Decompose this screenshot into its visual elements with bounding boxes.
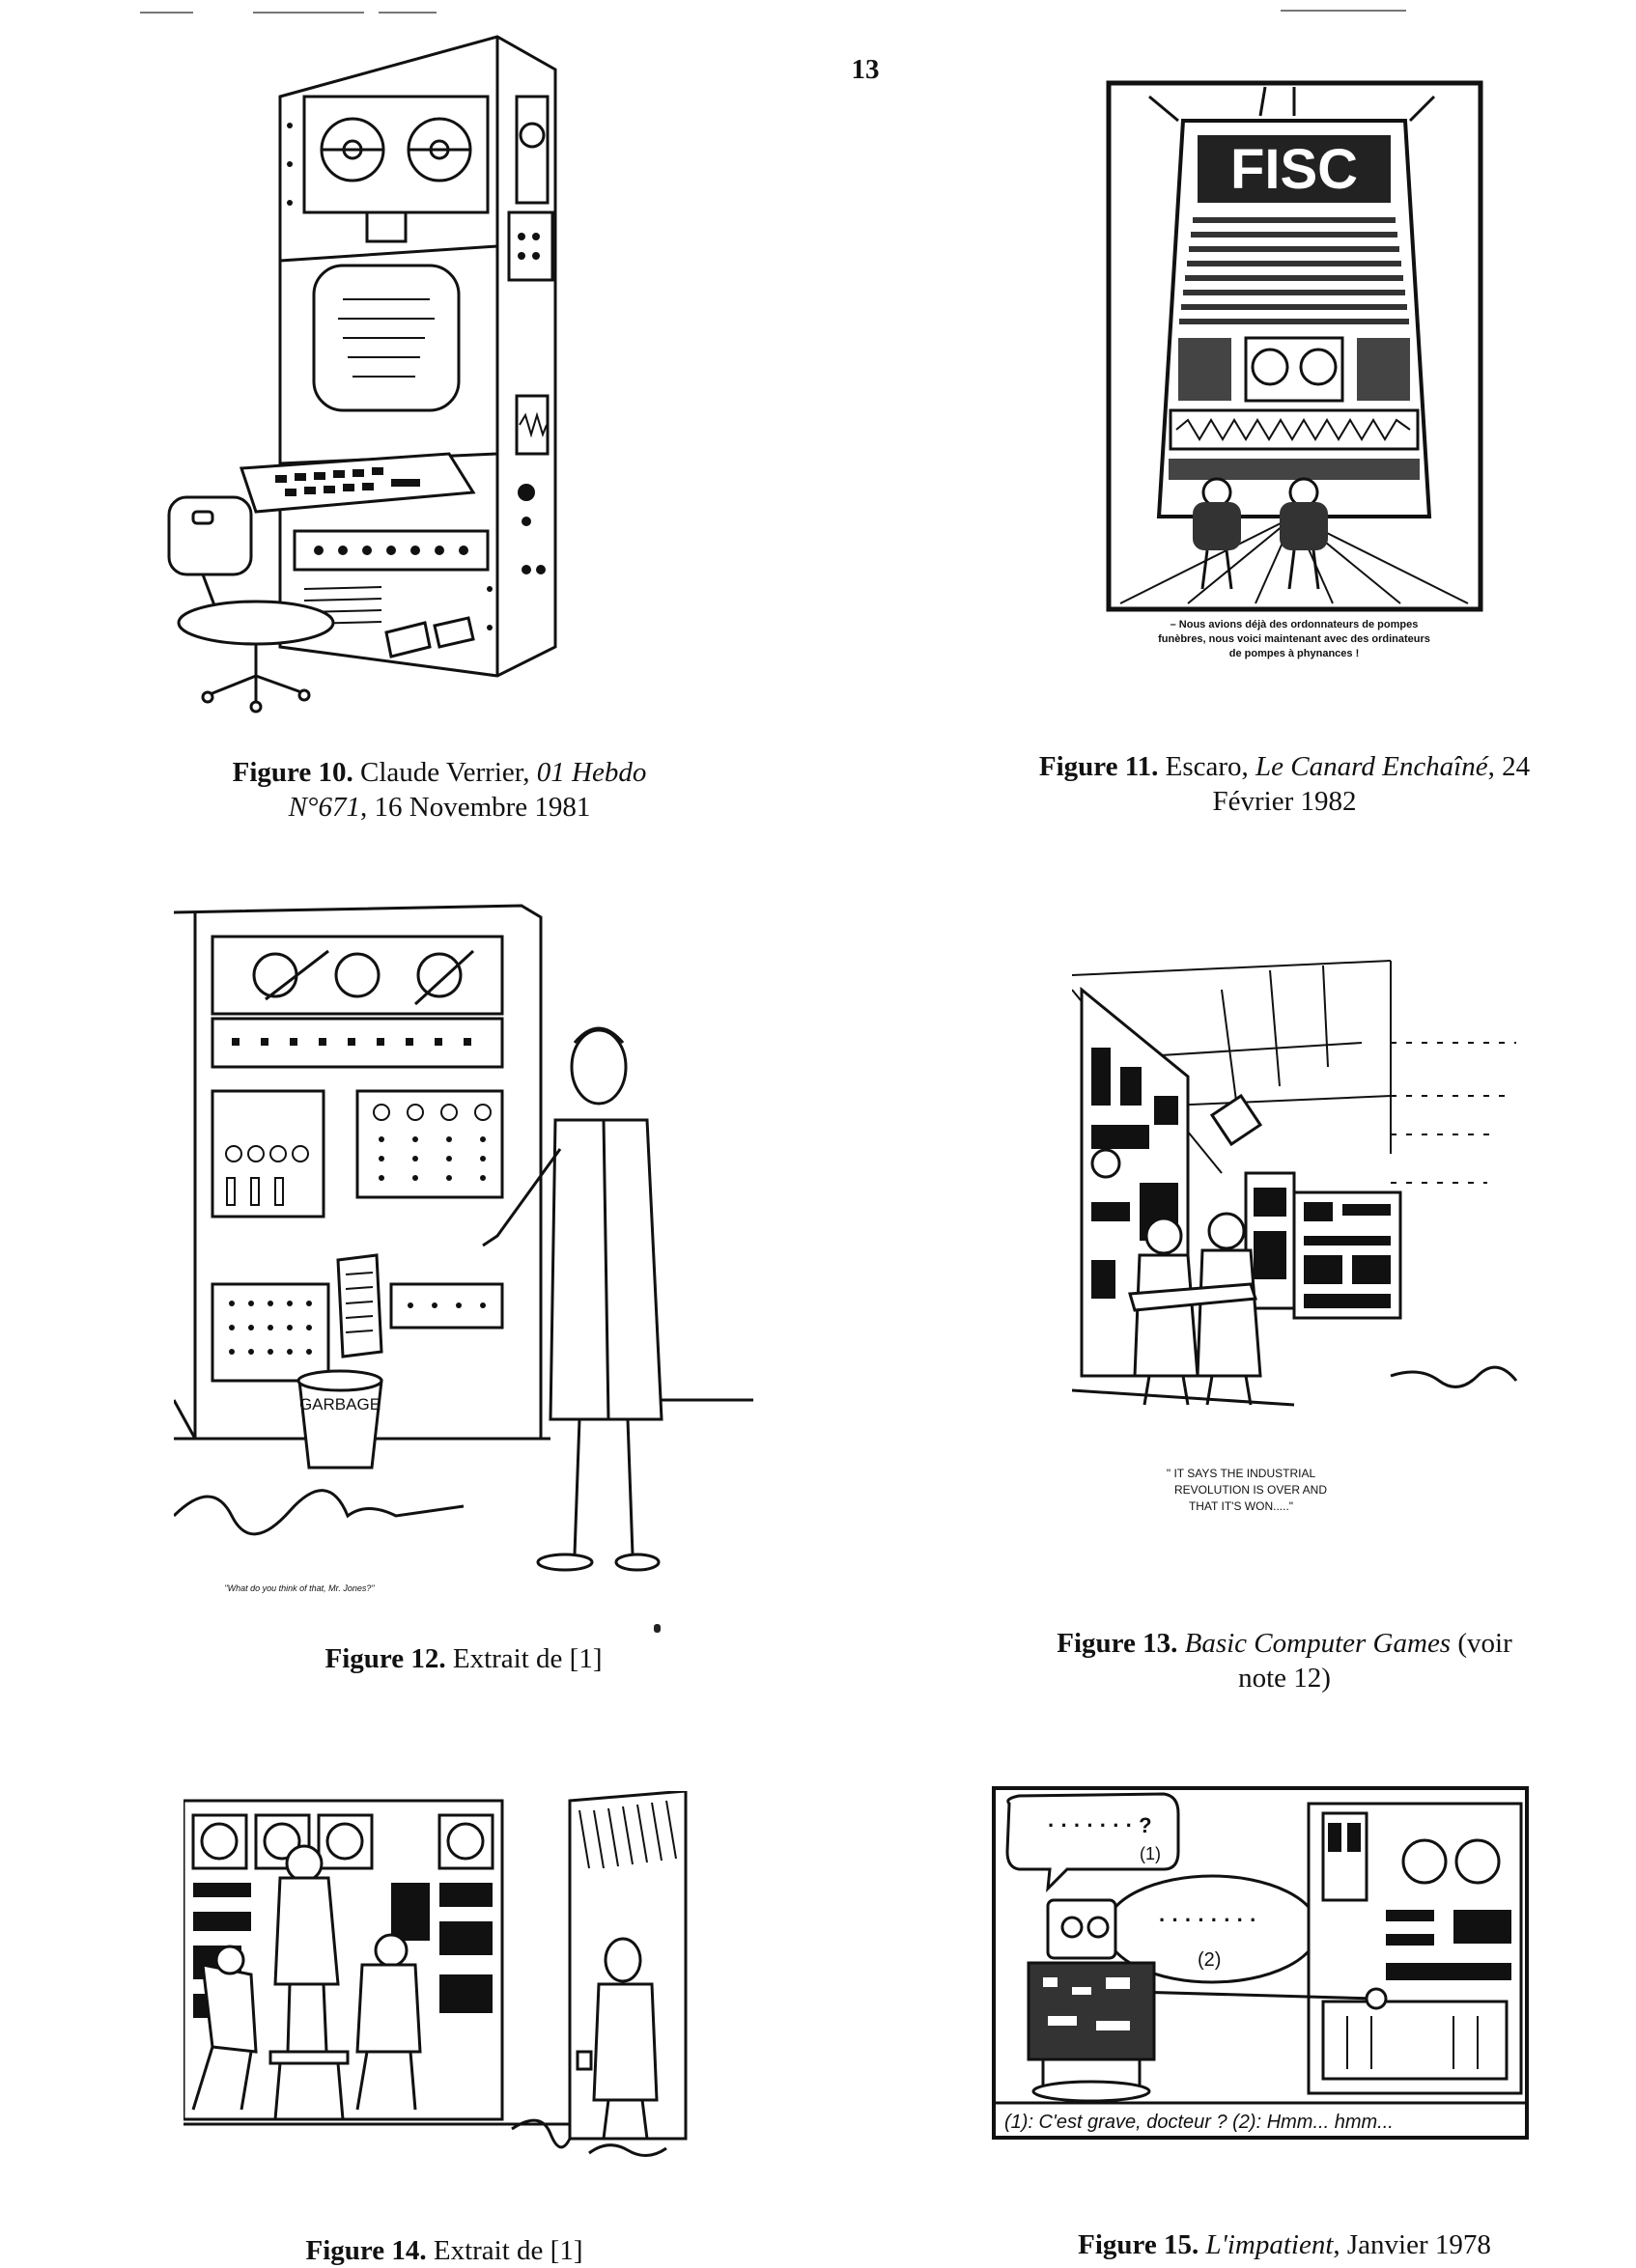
embedded-caption-line: "What do you think of that, Mr. Jones?" [224,1583,375,1593]
figure-14-caption: Figure 14. Extrait de [1] [155,2233,734,2268]
caption-text: Extrait de [1] [426,2235,583,2266]
garbage-label: GARBAGE [299,1395,381,1414]
scan-speck [654,1624,661,1633]
caption-text: 01 Hebdo [536,757,647,788]
figure-13-caption: Figure 13. Basic Computer Games (voir no… [995,1626,1574,1695]
caption-text: , 16 Novembre 1981 [360,792,591,823]
caption-text: Le Canard Enchaîné [1255,751,1488,782]
figure-14-illustration [183,1791,695,2163]
fisc-title: FISC [1230,138,1358,201]
figure-12-illustration: GARBAGE "What do you think of that, Mr. … [174,898,753,1603]
figure-15-illustration: · · · · · · · ? (1) · · · · · · · · (2) [990,1784,1531,2142]
page-number: 13 [851,54,880,85]
caption-text: Basic Computer Games [1177,1628,1452,1659]
figure-number: Figure 13. [1057,1628,1178,1659]
bubble-1-label: (1) [1140,1844,1161,1863]
strip-dialogue: (1): C'est grave, docteur ? (2): Hmm... … [1004,2112,1394,2133]
figure-10-caption: Figure 10. Claude Verrier, 01 Hebdo N°67… [150,755,729,825]
figure-number: Figure 14. [305,2235,427,2266]
scan-artifact [253,12,364,14]
embedded-caption-line: REVOLUTION IS OVER AND [1174,1483,1327,1497]
embedded-caption-line: de pompes à phynances ! [1229,648,1359,659]
scan-artifact [1281,10,1406,12]
caption-text: Escaro, [1158,751,1256,782]
bubble-2-text: · · · · · · · · [1159,1908,1256,1932]
caption-text: Février 1982 [1212,786,1357,817]
embedded-caption-line: " IT SAYS THE INDUSTRIAL [1167,1467,1316,1480]
caption-text: note 12) [1238,1663,1331,1694]
caption-text: N°671 [288,792,361,823]
embedded-caption-line: funèbres, nous voici maintenant avec des… [1158,633,1430,645]
caption-text: Extrait de [1] [445,1643,603,1674]
caption-text: , Janvier 1978 [1333,2229,1491,2260]
caption-text: (voir [1451,1628,1512,1659]
figure-15-caption: Figure 15. L'impatient, Janvier 1978 [995,2227,1574,2262]
embedded-caption-line: – Nous avions déjà des ordonnateurs de p… [1171,619,1419,630]
figure-11-caption: Figure 11. Escaro, Le Canard Enchaîné, 2… [985,749,1584,819]
caption-text: Claude Verrier, [353,757,537,788]
figure-number: Figure 15. [1078,2229,1199,2260]
scan-artifact [140,12,193,14]
bubble-1-text: · · · · · · · ? [1048,1813,1152,1837]
figure-11-illustration: FISC – Nous avions déjà des ordo [1101,77,1487,705]
figure-13-illustration: " IT SAYS THE INDUSTRIAL REVOLUTION IS O… [1072,951,1526,1521]
embedded-caption-line: THAT IT'S WON....." [1189,1499,1293,1513]
figure-number: Figure 11. [1038,751,1159,782]
caption-text: , 24 [1487,751,1531,782]
scan-artifact [379,12,437,14]
figure-12-caption: Figure 12. Extrait de [1] [174,1641,753,1676]
figure-10-illustration [150,29,729,714]
figure-number: Figure 12. [324,1643,446,1674]
caption-text: L'impatient [1199,2229,1334,2260]
bubble-2-label: (2) [1198,1949,1221,1971]
figure-number: Figure 10. [232,757,353,788]
